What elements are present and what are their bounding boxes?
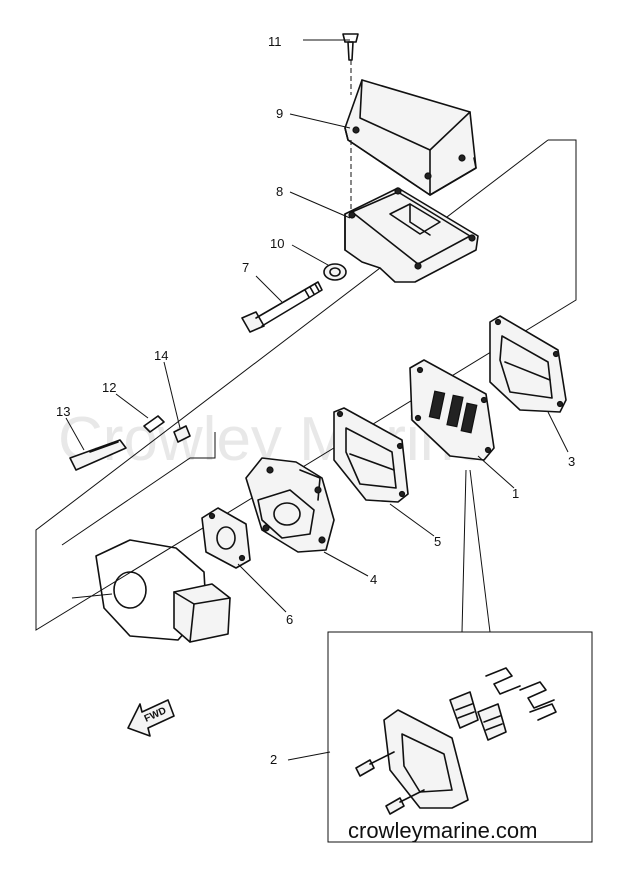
callout-14: 14 — [154, 348, 168, 363]
callout-4: 4 — [370, 572, 377, 587]
callout-12: 12 — [102, 380, 116, 395]
callout-3: 3 — [568, 454, 575, 469]
part-1-reed-plate — [409, 359, 515, 489]
part-5-gasket — [333, 407, 435, 537]
part-7-bolt — [241, 275, 323, 333]
callout-6: 6 — [286, 612, 293, 627]
engine-block — [71, 539, 231, 643]
callout-13: 13 — [56, 404, 70, 419]
inner-boundary — [61, 432, 216, 546]
part-14-clamp — [163, 361, 191, 443]
callout-2: 2 — [270, 752, 277, 767]
callout-10: 10 — [270, 236, 284, 251]
part-10-grommet — [291, 244, 347, 281]
part-8-housing — [289, 140, 479, 283]
callout-9: 9 — [276, 106, 283, 121]
assembly-boundary — [35, 139, 577, 631]
part-11-screw — [303, 33, 359, 95]
site-label: crowleymarine.com — [348, 818, 538, 843]
callout-5: 5 — [434, 534, 441, 549]
callout-8: 8 — [276, 184, 283, 199]
part-13-tab — [65, 417, 127, 471]
part-3-gasket — [489, 315, 569, 453]
part-2-detail-box — [287, 469, 593, 843]
fwd-arrow: FWD — [127, 699, 175, 737]
callout-1: 1 — [512, 486, 519, 501]
part-4-manifold — [245, 457, 369, 577]
part-9-cover — [289, 79, 477, 196]
callout-11: 11 — [268, 34, 282, 49]
callout-7: 7 — [242, 260, 249, 275]
part-12-clip — [115, 393, 165, 433]
part-6-gasket — [201, 507, 287, 613]
